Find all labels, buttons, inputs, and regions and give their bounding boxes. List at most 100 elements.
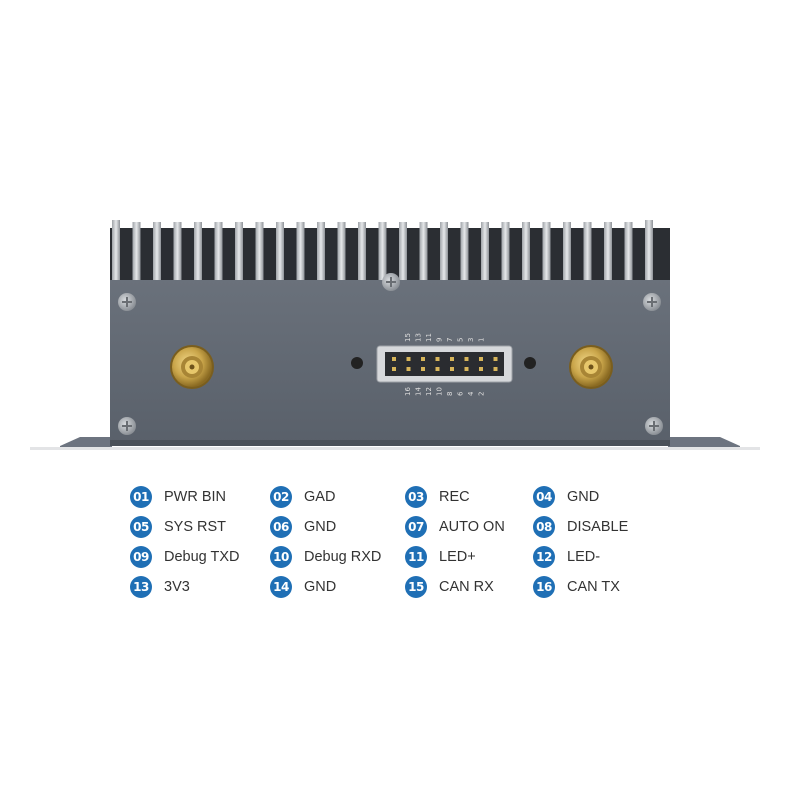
connector-pin <box>392 367 396 371</box>
heatsink-fin <box>604 222 612 282</box>
pin-number-badge: 12 <box>533 546 555 568</box>
heatsink-fin <box>440 222 448 282</box>
connector-pin <box>435 357 440 361</box>
screw-bottom-right <box>645 417 663 435</box>
legend-item: 12 LED- <box>533 542 673 572</box>
legend-item: 05 SYS RST <box>130 512 270 542</box>
pin-number-badge: 05 <box>130 516 152 538</box>
heatsink-fin <box>645 220 653 282</box>
antenna-connector-left <box>170 345 214 389</box>
heatsink-fin <box>583 222 592 282</box>
pin-number-badge: 08 <box>533 516 555 538</box>
pin-number-label: 5 <box>457 338 465 342</box>
pin-label: Debug TXD <box>164 549 240 565</box>
heatsink-fin <box>624 222 633 282</box>
mount-hole-right <box>524 357 536 369</box>
legend-item: 13 3V3 <box>130 572 270 602</box>
pin-number-label: 12 <box>425 387 433 396</box>
heatsink-fin <box>563 222 571 282</box>
panel-bottom-edge <box>110 440 670 446</box>
heatsink-fin <box>255 222 264 282</box>
heatsink-fin <box>132 222 141 282</box>
pin-number-badge: 01 <box>130 486 152 508</box>
pin-number-badge: 10 <box>270 546 292 568</box>
connector-pin <box>406 357 411 361</box>
pin-number-label: 15 <box>404 333 412 342</box>
screw-bottom-left <box>118 417 136 435</box>
heatsink-fin <box>481 222 489 282</box>
connector-pin <box>479 357 483 361</box>
heatsink-fin <box>337 222 346 282</box>
heatsink-fin <box>235 222 243 282</box>
connector-pin <box>464 367 469 371</box>
connector-pin <box>392 357 396 361</box>
pin-number-badge: 11 <box>405 546 427 568</box>
heatsink-fin <box>522 222 530 282</box>
heatsink-fin <box>173 222 182 282</box>
legend-item: 01 PWR BIN <box>130 482 270 512</box>
pin-number-badge: 15 <box>405 576 427 598</box>
connector-pin <box>493 357 498 361</box>
pin-number-label: 10 <box>436 387 444 396</box>
pin-number-label: 16 <box>404 387 412 396</box>
pin-number-label: 8 <box>446 392 454 396</box>
pin-number-label: 1 <box>478 338 486 342</box>
pin-number-badge: 02 <box>270 486 292 508</box>
heatsink-fin <box>542 222 551 282</box>
connector-pin <box>421 367 425 371</box>
pin-label: CAN TX <box>567 579 620 595</box>
heatsink-fin <box>399 222 407 282</box>
pin-number-label: 6 <box>457 391 465 396</box>
pin-label: PWR BIN <box>164 489 227 505</box>
pin-label: 3V3 <box>164 579 190 595</box>
screw-top-right <box>643 293 661 311</box>
pin-number-badge: 03 <box>405 486 427 508</box>
pin-number-label: 3 <box>467 338 475 342</box>
pin-number-badge: 16 <box>533 576 555 598</box>
pin-number-badge: 07 <box>405 516 427 538</box>
connector-pin <box>450 357 454 361</box>
connector-pin <box>450 367 454 371</box>
screw-top-left <box>118 293 136 311</box>
pin-label: LED- <box>567 549 601 565</box>
screw-top-center <box>382 273 400 291</box>
pin-number-label: 7 <box>446 338 454 342</box>
connector-pin <box>479 367 483 371</box>
pin-number-label: 2 <box>478 392 486 396</box>
connector-pin <box>464 357 469 361</box>
heatsink-fins <box>112 220 653 282</box>
pin-number-label: 4 <box>467 391 475 396</box>
pin-label: SYS RST <box>164 519 227 535</box>
heatsink-fin <box>501 222 510 282</box>
legend-item: 10 Debug RXD <box>270 542 405 572</box>
heatsink-fin <box>419 222 428 282</box>
mount-hole-left <box>351 357 363 369</box>
heatsink-fin <box>112 220 120 282</box>
pin-label: Debug RXD <box>304 549 382 565</box>
pin-label: CAN RX <box>439 579 494 595</box>
heatsink-fin <box>153 222 161 282</box>
connector-pin <box>435 367 440 371</box>
16-pin-connector <box>376 345 513 383</box>
mounting-flange-right <box>668 437 740 448</box>
heatsink-fin <box>194 222 202 282</box>
pin-label: GND <box>567 489 600 505</box>
pin-label: DISABLE <box>567 519 629 535</box>
heatsink-fin <box>378 222 387 282</box>
heatsink-fin <box>358 222 366 282</box>
pin-number-badge: 13 <box>130 576 152 598</box>
legend-item: 15 CAN RX <box>405 572 533 602</box>
pin-number-label: 14 <box>415 387 423 396</box>
pin-number-badge: 06 <box>270 516 292 538</box>
pin-label: GND <box>304 579 337 595</box>
pin-label: AUTO ON <box>439 519 505 535</box>
